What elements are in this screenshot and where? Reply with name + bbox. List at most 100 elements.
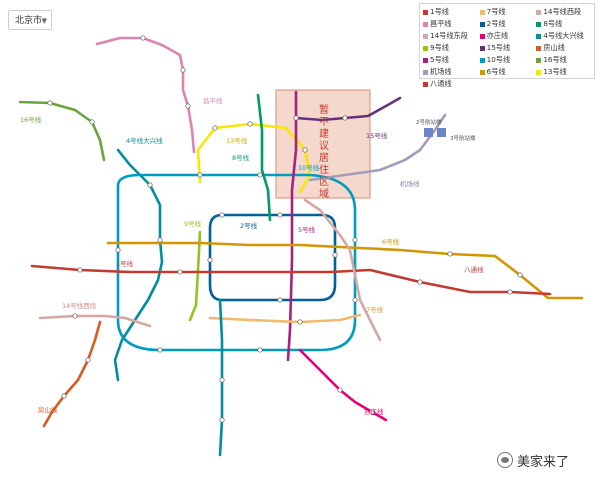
line-9 <box>188 230 202 322</box>
legend-label: 14号线西段 <box>543 7 582 16</box>
legend-swatch <box>536 45 542 51</box>
label-line16: 16号线 <box>20 115 42 124</box>
legend-item: 7号线 <box>479 6 535 18</box>
label-batong: 八通线 <box>464 265 484 274</box>
label-changping: 昌平线 <box>203 96 223 105</box>
legend-label: 14号线东段 <box>430 31 468 40</box>
label-line6: 6号线 <box>382 237 400 246</box>
label-line4: 4号线大兴线 <box>126 136 163 145</box>
legend-label: 5号线 <box>430 55 449 64</box>
line-15 <box>294 96 402 122</box>
label-fangshan: 房山线 <box>38 405 58 414</box>
line-14w <box>38 314 152 328</box>
line-name-labels: 昌平线 16号线 4号线大兴线 13号线 10号线 8号线 5号线 15号线 2… <box>20 96 484 416</box>
line-16 <box>18 100 106 162</box>
legend-swatch <box>423 33 428 39</box>
legend-item: 机场线 <box>423 66 478 78</box>
line-airport <box>308 113 447 182</box>
label-t3: 3号航站楼 <box>450 134 476 142</box>
legend-item: 6号线 <box>479 66 535 78</box>
legend-swatch <box>423 45 428 51</box>
line-10 <box>116 173 357 352</box>
legend-label: 16号线 <box>543 55 567 64</box>
legend-swatch <box>479 21 485 27</box>
legend-item: 房山线 <box>536 42 591 54</box>
legend-item: 亦庄线 <box>479 30 535 42</box>
legend-item: 1号线 <box>423 6 478 18</box>
watermark-text: 美家来了 <box>517 454 570 470</box>
legend-item: 昌平线 <box>423 18 478 30</box>
label-t2: 2号航站楼 <box>416 118 442 126</box>
terminal-3-icon <box>437 128 446 137</box>
line-yizhuang <box>298 348 388 422</box>
legend-swatch <box>536 69 542 75</box>
legend-item: 9号线 <box>423 42 478 54</box>
terminal-2-icon <box>424 128 433 137</box>
legend-label: 8号线 <box>543 19 563 28</box>
legend-item: 14号线西段 <box>536 6 591 18</box>
label-yizhuang: 亦庄线 <box>364 407 384 416</box>
overlay-text: 暂不建议居住区域 <box>317 104 329 200</box>
legend-swatch <box>479 33 485 39</box>
stations <box>47 35 523 423</box>
legend-item: 5号线 <box>423 54 478 66</box>
label-line9: 9号线 <box>184 219 202 228</box>
city-selector-button[interactable]: 北京市 ▼ <box>8 10 52 30</box>
line-7 <box>208 313 362 324</box>
line-legend: 1号线 7号线 14号线西段昌平线 2号线 8号线 14号线东段 亦庄线 4号线大兴线 9号线 1… <box>419 3 595 88</box>
legend-swatch <box>536 57 542 63</box>
legend-label: 10号线 <box>486 55 511 64</box>
legend-item: 4号线大兴线 <box>536 30 591 42</box>
legend-label: 1号线 <box>430 7 449 16</box>
line-2 <box>208 213 337 302</box>
label-line10: 10号线 <box>298 163 320 172</box>
legend-label: 4号线大兴线 <box>543 31 584 40</box>
legend-item: 16号线 <box>536 54 591 66</box>
city-selector-label: 北京市 <box>15 16 43 26</box>
legend-label: 昌平线 <box>430 19 452 28</box>
label-line15: 15号线 <box>366 131 388 140</box>
label-line1: 1号线 <box>116 259 134 268</box>
legend-item: 15号线 <box>479 42 535 54</box>
not-recommended-zone <box>275 89 371 199</box>
airport-terminals <box>424 128 446 137</box>
label-line13: 13号线 <box>226 136 248 145</box>
legend-swatch <box>423 9 428 15</box>
label-line2: 2号线 <box>240 221 258 230</box>
line-changping <box>95 36 196 154</box>
line-5 <box>286 90 298 362</box>
legend-swatch <box>423 69 428 75</box>
legend-swatch <box>536 21 542 27</box>
legend-item: 10号线 <box>479 54 535 66</box>
legend-swatch <box>423 21 428 27</box>
watermark: 美家来了 <box>497 449 569 471</box>
legend-item: 八通线 <box>423 78 478 90</box>
legend-swatch <box>423 57 428 63</box>
line-1 <box>30 264 552 296</box>
legend-label: 机场线 <box>430 67 452 76</box>
legend-item: 13号线 <box>536 66 591 78</box>
legend-label: 9号线 <box>430 43 449 52</box>
line-14e <box>303 198 382 342</box>
legend-swatch <box>536 33 542 39</box>
legend-label: 八通线 <box>430 79 452 88</box>
legend-label: 13号线 <box>543 67 567 76</box>
legend-item: 14号线东段 <box>423 30 478 42</box>
chevron-down-icon: ▼ <box>41 17 47 25</box>
line-6 <box>106 241 584 300</box>
label-airport: 机场线 <box>400 179 420 188</box>
legend-label: 15号线 <box>486 43 511 52</box>
legend-label: 亦庄线 <box>486 31 509 40</box>
wechat-icon <box>497 452 513 468</box>
line-13 <box>196 122 312 194</box>
label-line8: 8号线 <box>232 153 250 162</box>
legend-swatch <box>479 69 485 75</box>
legend-label: 2号线 <box>486 19 506 28</box>
legend-swatch <box>479 57 485 63</box>
line-fangshan <box>42 320 102 428</box>
legend-label: 6号线 <box>486 67 506 76</box>
legend-item: 2号线 <box>479 18 535 30</box>
line-8 <box>256 93 272 222</box>
legend-swatch <box>479 9 485 15</box>
